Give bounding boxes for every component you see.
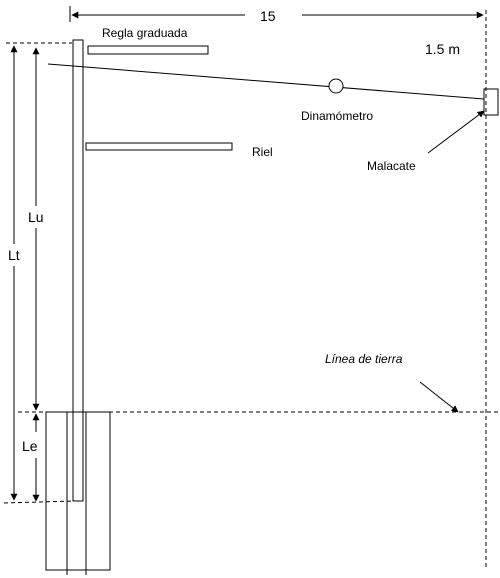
foundation-block — [45, 411, 111, 571]
regla-label: Regla graduada — [102, 26, 188, 40]
lt-label-bg — [6, 244, 24, 266]
le-label: Le — [22, 438, 38, 454]
regla-graduada-bar — [87, 45, 209, 55]
lu-label-bg — [28, 206, 46, 228]
malacate-arrow — [427, 110, 485, 154]
winch-box — [483, 88, 499, 116]
le-label-bg — [20, 432, 42, 458]
pole — [72, 39, 84, 502]
linea-tierra-label: Línea de tierra — [325, 352, 403, 366]
dynamometer-icon — [328, 78, 344, 94]
cable — [47, 63, 485, 100]
malacate-label: Malacate — [367, 159, 416, 173]
riel-bar — [85, 142, 233, 151]
lu-label: Lu — [28, 209, 44, 225]
dinamometro-label: Dinamómetro — [301, 109, 373, 123]
bottom-reference-line — [3, 500, 75, 504]
lt-label: Lt — [8, 247, 20, 263]
height-label: 1.5 m — [425, 41, 460, 57]
riel-label: Riel — [252, 145, 273, 159]
dimension-label-15: 15 — [260, 8, 276, 24]
linea-tierra-arrow — [419, 381, 459, 413]
